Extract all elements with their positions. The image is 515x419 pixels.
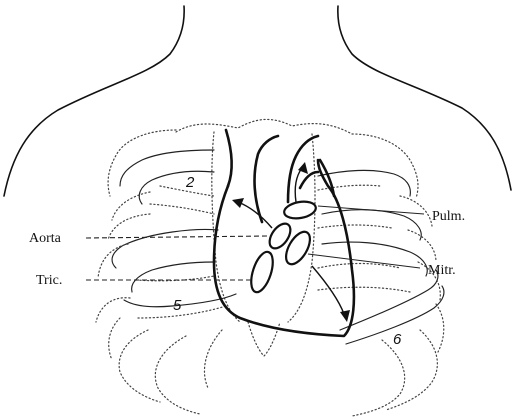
rib-left-dotted-3 [108, 214, 150, 240]
rib-right-dotted-5 [436, 304, 444, 352]
rib-left-dotted-13 [138, 306, 226, 318]
rib-right-dotted-2 [400, 196, 432, 226]
rib-left-dotted-2 [112, 192, 150, 220]
aorta-label: Aorta [29, 231, 62, 246]
aortic-arch-left [255, 136, 278, 222]
rib-left-dotted-8 [155, 336, 200, 414]
mitral-label: Mitr. [428, 263, 456, 278]
svc-line [226, 130, 232, 186]
rib-left-2 [139, 171, 214, 204]
rib-right-dotted-1 [352, 134, 418, 198]
tricuspid-valve [247, 249, 277, 295]
rib-left-dotted-5 [96, 298, 130, 322]
rib-left-dotted-6 [109, 318, 120, 360]
neck-right [338, 6, 511, 190]
arrow-aorta [238, 202, 272, 228]
rib-left-dotted-1 [108, 130, 176, 196]
tricuspid-label: Tric. [36, 273, 62, 288]
rib-left-dotted-7 [119, 330, 160, 402]
rib-right-dotted-7 [352, 340, 405, 416]
right-vessel [320, 160, 334, 196]
arrow-mitral-head [340, 310, 350, 322]
rib-number-6: 6 [393, 331, 402, 348]
rib-number-5: 5 [173, 297, 182, 314]
rib-right-dotted-9 [318, 225, 392, 228]
rib-left-dotted-9 [204, 330, 222, 388]
mitral-leader [308, 254, 420, 268]
rib-left-1 [120, 150, 214, 186]
rib-left-dotted-4 [98, 244, 128, 278]
arrow-aorta-head [232, 198, 244, 208]
sternum-outline [176, 119, 352, 134]
body-silhouette [4, 6, 511, 196]
pulmonary-label: Pulm. [432, 209, 465, 224]
arrow-mitral [312, 266, 344, 314]
rib-number-2: 2 [185, 174, 195, 191]
rib-right-2 [322, 210, 421, 240]
pulmonary-leader [318, 206, 424, 214]
aorta-leader [86, 236, 268, 238]
rib-right-3 [322, 242, 427, 276]
rib-right-dotted-3 [408, 230, 436, 262]
rib-left-dotted-11 [150, 204, 214, 214]
neck-left [4, 6, 184, 196]
rib-left-4 [132, 262, 214, 292]
